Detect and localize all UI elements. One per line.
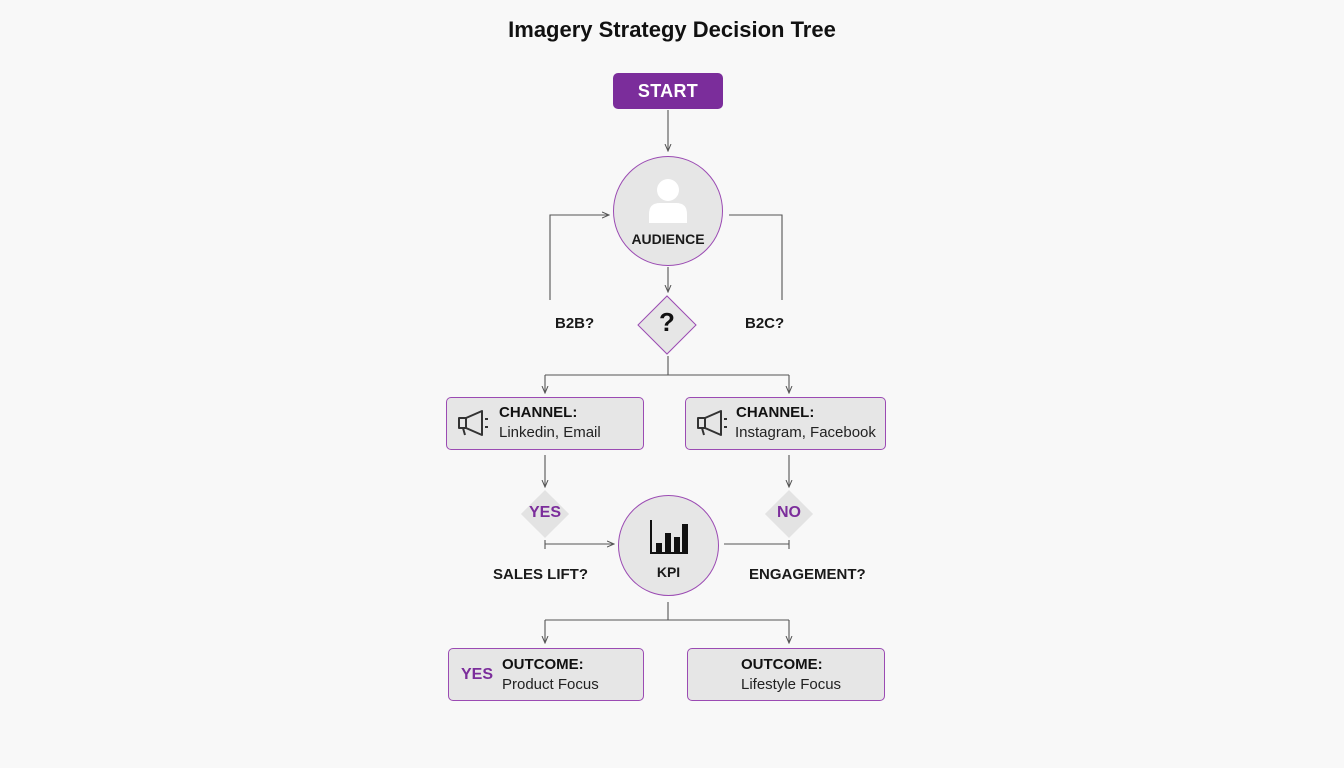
connector-b2c-loop: [729, 214, 783, 300]
no-label: NO: [777, 504, 801, 521]
connector-kpi-split: [545, 602, 789, 621]
start-node: START: [613, 73, 723, 109]
channel-detail: Linkedin, Email: [499, 424, 601, 441]
channel-heading: CHANNEL:: [736, 404, 815, 421]
bar-chart-icon: [650, 520, 688, 554]
audience-node: AUDIENCE: [613, 156, 723, 266]
audience-label: AUDIENCE: [631, 231, 705, 247]
channel-detail: Instagram, Facebook: [735, 424, 876, 441]
yes-label: YES: [528, 504, 561, 521]
question-mark-icon: ?: [659, 307, 675, 337]
b2c-label: B2C?: [745, 315, 785, 332]
kpi-label: KPI: [656, 564, 681, 580]
megaphone-icon: [697, 410, 727, 436]
channel-heading: CHANNEL:: [499, 404, 578, 421]
connector-b2b-loop: [549, 215, 609, 300]
outcome-detail: Product Focus: [502, 676, 599, 693]
engagement-label: ENGAGEMENT?: [749, 566, 866, 583]
outcome-node-lifestyle: OUTCOME: Lifestyle Focus: [687, 648, 885, 701]
b2b-label: B2B?: [555, 315, 595, 332]
connector-kpi-no: [724, 540, 790, 549]
person-icon: [649, 179, 687, 223]
outcome-heading: OUTCOME:: [741, 656, 823, 673]
outcome-yes-badge: YES: [461, 666, 494, 683]
channel-node-b2b: CHANNEL: Linkedin, Email: [446, 397, 644, 450]
connector-yes-kpi: [544, 540, 614, 549]
page-title: Imagery Strategy Decision Tree: [508, 17, 836, 42]
connector-question-split: [545, 356, 789, 376]
sales-lift-label: SALES LIFT?: [493, 566, 588, 583]
outcome-detail: Lifestyle Focus: [741, 676, 842, 693]
channel-node-b2c: CHANNEL: Instagram, Facebook: [685, 397, 886, 450]
outcome-node-product: YES OUTCOME: Product Focus: [448, 648, 644, 701]
outcome-heading: OUTCOME:: [502, 656, 584, 673]
megaphone-icon: [458, 410, 488, 436]
kpi-node: KPI: [618, 495, 719, 596]
